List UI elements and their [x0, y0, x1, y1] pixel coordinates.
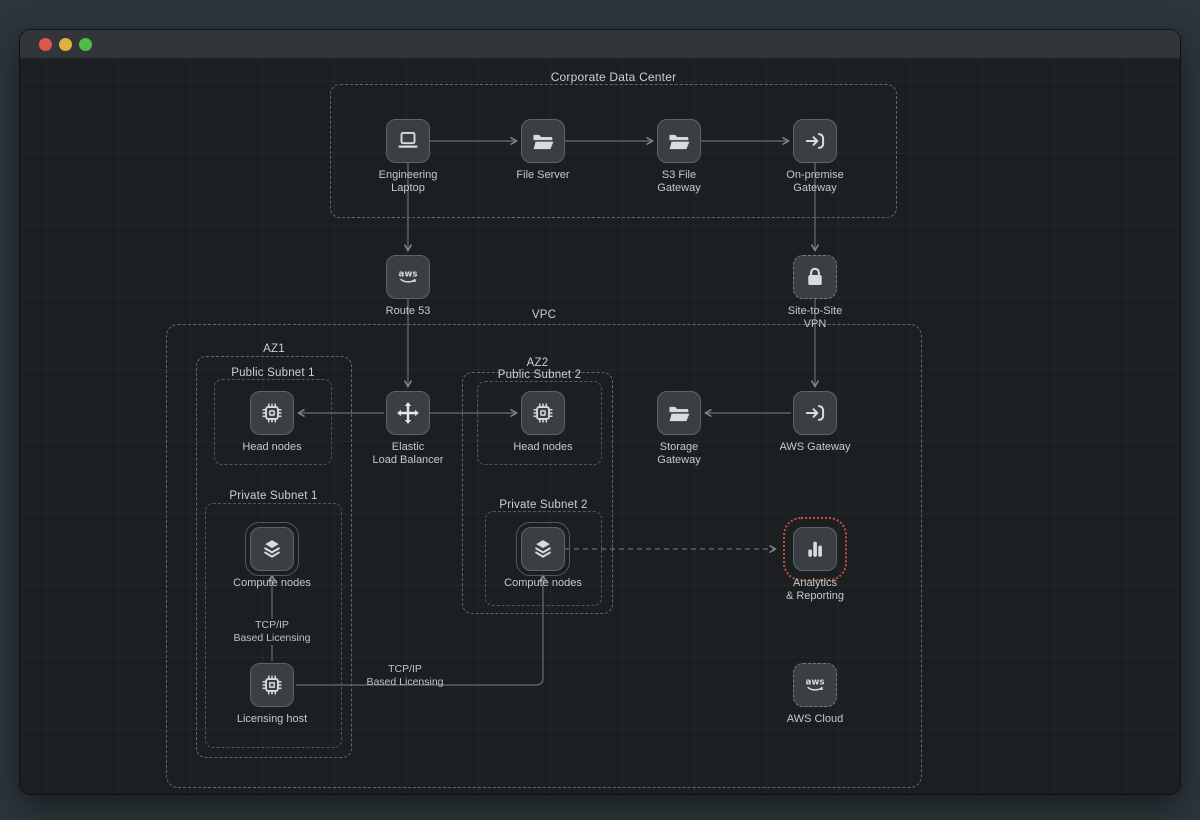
node-tile [793, 527, 837, 571]
layers-icon [259, 540, 285, 562]
sign-in-gateway-icon [802, 128, 828, 154]
node-label: On-premise Gateway [786, 169, 844, 194]
close-button[interactable] [39, 38, 52, 51]
zoom-button[interactable] [79, 38, 92, 51]
chip-icon [530, 400, 556, 426]
analytics-highlight-ring [783, 517, 847, 581]
group-corporate-data-center[interactable]: Corporate Data Center [330, 70, 897, 218]
svg-text:aws: aws [806, 678, 825, 688]
node-s3-file-gateway[interactable]: S3 File Gateway [657, 119, 701, 194]
group-public-subnet-1[interactable]: Public Subnet 1 [214, 367, 332, 465]
group-public-subnet-2[interactable]: Public Subnet 2 [477, 369, 602, 465]
group-label: Corporate Data Center [550, 70, 677, 84]
node-tile [657, 391, 701, 435]
node-tile [793, 391, 837, 435]
sign-in-gateway-icon [802, 400, 828, 426]
node-label: Compute nodes [504, 577, 582, 589]
aws-logo-icon: aws [399, 270, 418, 290]
node-label: Elastic Load Balancer [372, 441, 444, 466]
laptop-icon [395, 128, 421, 154]
node-aws-cloud[interactable]: aws AWS Cloud [787, 663, 843, 725]
node-aws-gateway[interactable]: AWS Gateway [779, 391, 851, 453]
node-tile [521, 391, 565, 435]
node-tile: aws [793, 663, 837, 707]
node-compute-nodes-1[interactable]: Compute nodes [233, 522, 311, 589]
minimize-button[interactable] [59, 38, 72, 51]
node-licensing-host[interactable]: Licensing host [237, 663, 307, 725]
node-label: Licensing host [236, 713, 308, 725]
node-tile [245, 522, 299, 576]
node-tile [793, 119, 837, 163]
group-label: AZ1 [263, 343, 285, 355]
svg-text:aws: aws [399, 270, 418, 280]
node-tile: aws [386, 255, 430, 299]
window-titlebar [20, 30, 1180, 59]
group-label: Private Subnet 1 [229, 490, 318, 502]
node-tile [793, 255, 837, 299]
node-engineering-laptop[interactable]: Engineering Laptop [379, 119, 437, 194]
node-compute-nodes-2[interactable]: Compute nodes [504, 522, 582, 589]
node-tile [250, 391, 294, 435]
node-label: S3 File Gateway [657, 169, 701, 194]
group-label: Public Subnet 2 [497, 369, 582, 381]
node-label: AWS Gateway [779, 441, 851, 453]
group-label: AZ2 [526, 357, 549, 369]
node-analytics-reporting[interactable]: Analytics & Reporting [786, 527, 844, 602]
node-label: Site-to-Site VPN [787, 305, 843, 330]
node-head-nodes-az2[interactable]: Head nodes [513, 391, 573, 453]
node-label: Analytics & Reporting [785, 577, 845, 602]
node-label: Head nodes [242, 441, 302, 453]
group-label: Private Subnet 2 [499, 499, 588, 511]
edge-label-tcpip-licensing: TCP/IP Based Licensing [366, 663, 444, 688]
diagram-canvas[interactable]: Corporate Data Center VPC AZ1 Public Sub… [20, 59, 1180, 794]
app-window: Corporate Data Center VPC AZ1 Public Sub… [20, 30, 1180, 794]
aws-logo-icon: aws [806, 678, 825, 698]
bar-chart-icon [808, 541, 822, 557]
node-on-premise-gateway[interactable]: On-premise Gateway [786, 119, 844, 194]
node-label: Compute nodes [233, 577, 311, 589]
open-folder-icon [533, 134, 554, 150]
group-label: Public Subnet 1 [231, 367, 315, 379]
node-label: Route 53 [385, 305, 431, 317]
lock-icon [808, 264, 822, 286]
node-label: AWS Cloud [786, 713, 844, 725]
layers-icon [530, 540, 556, 562]
node-tile [521, 119, 565, 163]
node-storage-gateway[interactable]: Storage Gateway [657, 391, 701, 466]
move-arrows-icon [397, 402, 419, 424]
edge-label-tcpip-licensing: TCP/IP Based Licensing [212, 619, 332, 645]
node-route-53[interactable]: aws Route 53 [386, 255, 430, 317]
group-az1[interactable]: AZ1 [196, 343, 352, 758]
node-label: Storage Gateway [657, 441, 701, 466]
node-tile [516, 522, 570, 576]
node-site-to-site-vpn[interactable]: Site-to-Site VPN [788, 255, 842, 330]
node-file-server[interactable]: File Server [516, 119, 570, 181]
open-folder-icon [669, 134, 690, 150]
group-label: VPC [531, 309, 557, 321]
node-label: Engineering Laptop [378, 169, 438, 194]
chip-icon [259, 400, 285, 426]
node-tile [386, 391, 430, 435]
chip-icon [259, 672, 285, 698]
node-tile [250, 663, 294, 707]
node-label: Head nodes [513, 441, 573, 453]
open-folder-icon [669, 406, 690, 422]
node-head-nodes-az1[interactable]: Head nodes [242, 391, 302, 453]
node-tile [657, 119, 701, 163]
node-tile [386, 119, 430, 163]
group-vpc[interactable]: VPC [166, 309, 922, 788]
node-elastic-load-balancer[interactable]: Elastic Load Balancer [373, 391, 443, 466]
node-label: File Server [516, 169, 570, 181]
